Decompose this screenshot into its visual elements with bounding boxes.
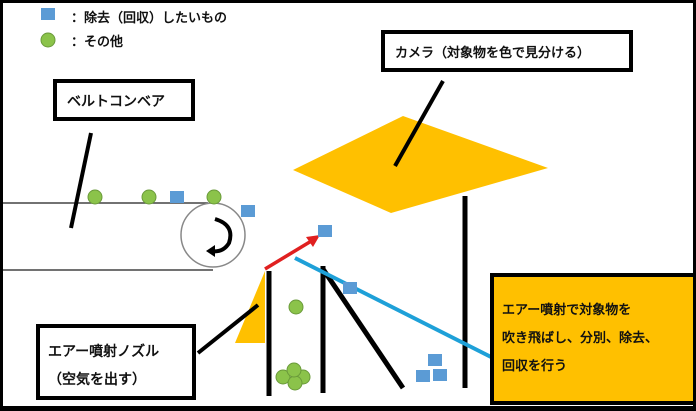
- air-nozzle: [235, 271, 265, 343]
- separator-slope: [320, 267, 406, 390]
- legend-blue-square-icon: [41, 8, 55, 20]
- conveyor-label: ベルトコンベア: [67, 94, 165, 110]
- nozzle-label-line2: （空気を出す）: [48, 372, 146, 388]
- process-label-line1: エアー噴射で対象物を: [502, 303, 632, 318]
- rotation-arrow-icon: [210, 217, 233, 254]
- diagram-canvas: [3, 8, 548, 396]
- conveyor-pointer-line: [69, 132, 93, 229]
- blue-object: [241, 205, 255, 217]
- legend-other-label: ：その他: [71, 35, 124, 50]
- green-object-pile: [275, 362, 311, 391]
- blue-object-pile: [416, 354, 447, 382]
- nozzle-pointer-line: [196, 303, 260, 355]
- legend-remove-label: ：除去（回収）したいもの: [71, 11, 228, 26]
- green-object: [141, 189, 157, 205]
- blue-object: [343, 282, 357, 294]
- camera-pointer-line: [393, 80, 445, 167]
- process-pointer-line: [294, 256, 496, 361]
- green-object: [288, 299, 304, 315]
- green-object: [206, 189, 222, 205]
- blue-object-airborne: [318, 225, 332, 237]
- conveyor-label-box: ベルトコンベア: [53, 79, 195, 121]
- nozzle-label-line1: エアー噴射ノズル: [48, 344, 160, 360]
- camera-label-box: カメラ（対象物を色で見分ける）: [381, 30, 633, 72]
- process-label-line2: 吹き飛ばし、分別、除去、: [502, 331, 659, 346]
- camera-label: カメラ（対象物を色で見分ける）: [395, 46, 591, 61]
- legend-green-circle-icon: [40, 32, 56, 48]
- air-jet-arrow: [264, 238, 314, 271]
- conveyor-roller: [180, 202, 246, 268]
- process-label-line3: 回収を行う: [502, 359, 568, 374]
- blue-object: [170, 191, 184, 203]
- green-object: [87, 189, 103, 205]
- nozzle-label-box: エアー噴射ノズル （空気を出す）: [36, 324, 196, 400]
- rotation-arrowhead-icon: [206, 245, 215, 257]
- air-jet-arrowhead-icon: [306, 235, 320, 247]
- camera-shape: [293, 116, 548, 213]
- process-label-box: エアー噴射で対象物を 吹き飛ばし、分別、除去、 回収を行う: [490, 273, 693, 405]
